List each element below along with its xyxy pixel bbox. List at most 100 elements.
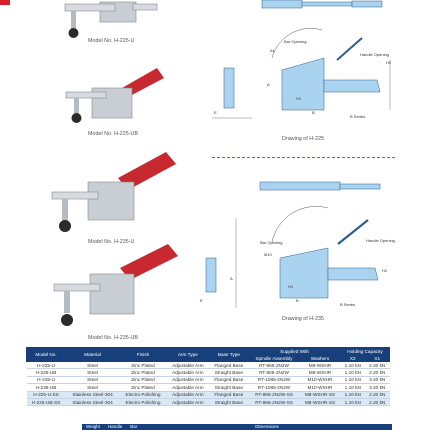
drawing-label: A1	[270, 48, 276, 53]
table-cell-x2: 1.10 kN	[340, 368, 365, 377]
drawing-label: B Series	[340, 302, 355, 307]
table-cell-arm: Adjustable Arm	[166, 361, 210, 370]
table-cell-washers: M8-WSHR	[299, 368, 341, 377]
table-cell-spindle: RT-1085-2N2W	[248, 376, 300, 385]
table-cell-material: Steel	[65, 376, 120, 385]
col-handle: Handle	[107, 424, 123, 429]
table-cell-washers: M10-WSHR	[299, 376, 341, 385]
table-cell-material: Steel	[65, 361, 120, 370]
col-material: Material	[65, 347, 120, 362]
drawing-label: A	[230, 276, 233, 281]
col-model: Model No.	[25, 347, 67, 362]
col-holding: Holding Capacity	[340, 347, 390, 355]
table-cell-x2: 1.10 kN	[340, 376, 365, 385]
table-cell-x1: 3.40 kN	[364, 383, 390, 392]
table-cell-base: Flanged Base	[209, 361, 249, 370]
table-cell-x2: 1.10 kN	[340, 383, 365, 392]
table-cell-x1: 2.20 kN	[364, 361, 390, 370]
table-cell-finish: Zinc Plated	[119, 383, 167, 392]
col-finish: Finish	[119, 347, 167, 362]
table-cell-model: H-225-U	[26, 361, 66, 370]
table-cell-base: Straight Base	[209, 398, 249, 407]
table-cell-finish: Zinc Plated	[119, 376, 167, 385]
table-cell-washers: M8-WSHR	[299, 361, 341, 370]
drawing-label: H1	[296, 96, 302, 101]
col-dimensions: Dimensions	[255, 424, 279, 429]
table-cell-arm: Adjustable Arm	[166, 383, 210, 392]
table-cell-material: Stainless Steel-304	[65, 398, 120, 407]
table-cell-spindle: RT-865-2N2W-SS	[248, 398, 300, 407]
table-cell-base: Straight Base	[209, 383, 249, 392]
product-photo-h235u	[51, 152, 176, 232]
table-cell-spindle: RT-1085-2N2W	[248, 383, 300, 392]
drawing-label: E	[200, 298, 203, 303]
col-spindle: Spindle Assembly	[248, 354, 300, 362]
drawing-caption: Drawing of H-235	[282, 316, 324, 322]
col-base: Base Type	[208, 347, 250, 362]
table-cell-finish: Electro Polishing	[119, 391, 167, 399]
technical-drawing-h225: Bar Opening Handle Opening B Series A1 A…	[212, 0, 392, 119]
corner-marker	[0, 0, 10, 5]
drawing-label: B	[312, 110, 315, 115]
drawing-label: Bar Opening	[260, 240, 282, 245]
table-cell-base: Flanged Base	[209, 376, 249, 385]
col-bar: Bar	[130, 424, 138, 429]
table-cell-material: Steel	[65, 383, 120, 392]
technical-drawing-h235: Bar Opening Handle Opening B Series M10 …	[200, 181, 395, 308]
product-caption: Model No. H-225-U	[88, 38, 135, 44]
col-x2: X2	[340, 354, 366, 362]
table-cell-washers: M8-WSHR-SS	[299, 391, 341, 399]
table-cell-x1: 2.20 kN	[364, 398, 390, 407]
drawing-label: H1	[288, 284, 294, 289]
drawing-label: B	[296, 298, 299, 303]
drawing-label: Handle Opening	[366, 238, 395, 243]
table-cell-finish: Zinc Plated	[119, 368, 167, 377]
product-photo-h225u	[64, 1, 158, 38]
drawing-label: E	[214, 110, 217, 115]
table-cell-x1: 3.40 kN	[364, 376, 390, 385]
table-cell-washers: M10-WSHR	[299, 383, 341, 392]
table-cell-arm: Adjustable Arm	[166, 391, 210, 399]
section-divider	[212, 157, 395, 158]
drawing-caption: Drawing of H-225	[282, 136, 324, 142]
col-weight: Weight	[86, 424, 100, 429]
table-cell-finish: Electro Polishing	[119, 398, 167, 407]
col-washers: Washers	[298, 354, 342, 362]
product-photo-h225ub	[65, 68, 164, 123]
product-caption: Model No. H-225-UB	[88, 131, 139, 137]
drawing-label: B Series	[350, 114, 365, 119]
table-cell-arm: Adjustable Arm	[166, 368, 210, 377]
product-photo-h235ub	[53, 244, 178, 326]
product-caption: Model No. H-235-UB	[88, 335, 139, 341]
table-cell-x1: 2.20 kN	[364, 391, 390, 399]
table-cell-model: H-235-UB	[26, 383, 66, 392]
col-x1: X1	[364, 354, 390, 362]
table-cell-spindle: RT-865-2N2W	[248, 368, 300, 377]
table-cell-spindle: RT-865-2N2W-SS	[248, 391, 300, 399]
table-cell-material: Steel	[65, 368, 120, 377]
table-cell-spindle: RT-865-2N2W	[248, 361, 300, 370]
table-cell-arm: Adjustable Arm	[166, 376, 210, 385]
drawing-label: M10	[264, 252, 273, 257]
table-cell-x1: 2.20 kN	[364, 368, 390, 377]
drawing-label: Handle Opening	[360, 52, 389, 57]
dimension-table-header: Weight Handle Bar Dimensions	[82, 424, 392, 430]
table-cell-arm: Adjustable Arm	[166, 398, 210, 407]
product-caption: Model No. H-235-U	[88, 239, 135, 245]
table-cell-model: H-225-UB	[26, 368, 66, 377]
table-cell-washers: M8-WSHR-SS	[299, 398, 341, 407]
table-cell-base: Straight Base	[209, 368, 249, 377]
table-cell-x2: 1.10 kN	[340, 391, 365, 399]
table-cell-model: H-225-U-SS	[26, 391, 66, 399]
table-cell-model: H-225-UB-SS	[26, 398, 66, 407]
spec-table: Model No. Material Finish Arm Type Base …	[25, 347, 390, 407]
table-cell-model: H-235-U	[26, 376, 66, 385]
table-cell-base: Flanged Base	[209, 391, 249, 399]
